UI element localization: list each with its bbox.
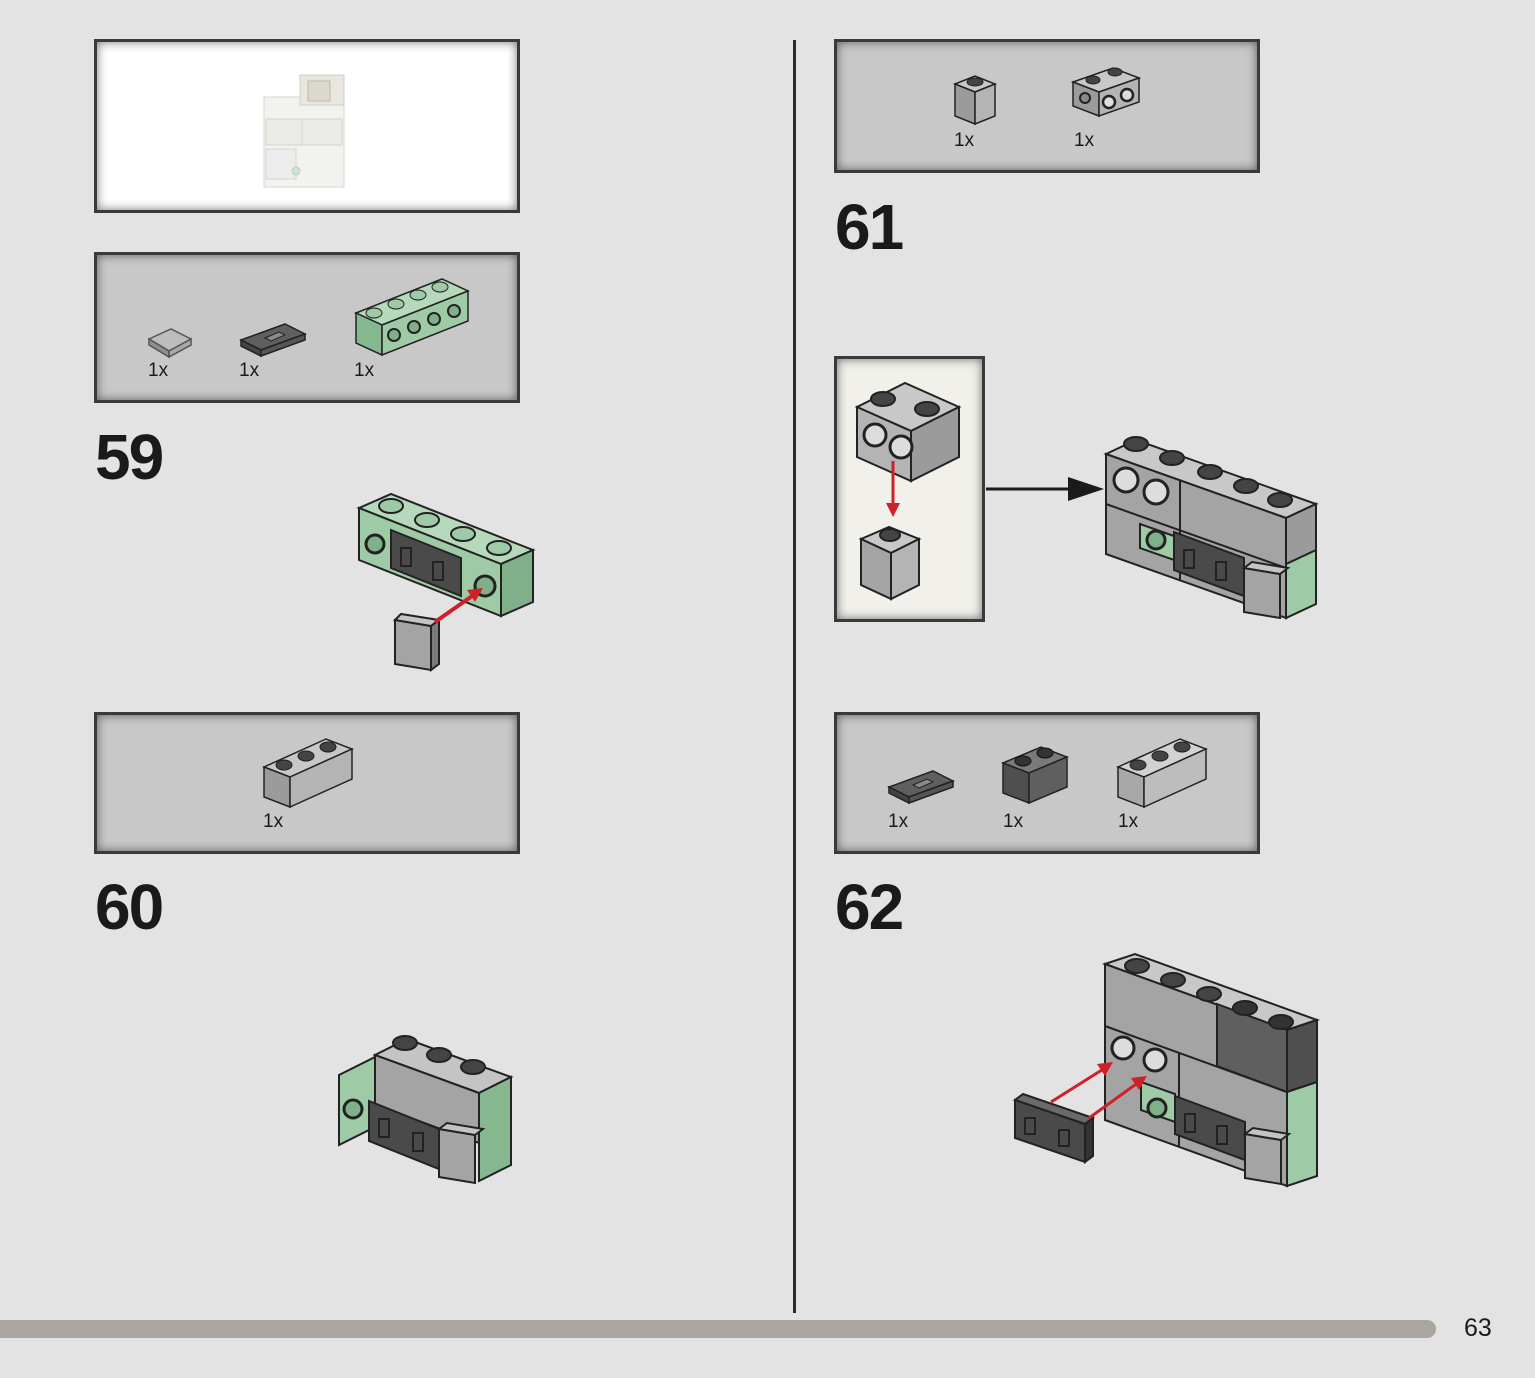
step-61-number: 61 — [835, 191, 904, 263]
grille-tile-icon — [887, 770, 955, 805]
light-grey-brick-1x3-icon — [262, 738, 354, 809]
overview-panel — [94, 39, 520, 213]
step-62-part-1-qty: 1x — [888, 811, 909, 832]
tile-1x1-icon — [147, 328, 193, 359]
step-59-part-3-qty: 1x — [354, 360, 375, 381]
step-59-part-2-qty: 1x — [239, 360, 260, 381]
step-61-subassembly-callout — [834, 356, 985, 622]
step-59-parts-panel: 1x 1x 1x — [94, 252, 520, 403]
step-60-build-illustration — [338, 1035, 514, 1185]
step-62-build-illustration — [1012, 952, 1321, 1188]
step-60-part-1-qty: 1x — [263, 811, 284, 832]
step-61-flow-arrow — [986, 477, 1104, 501]
step-60-number: 60 — [95, 871, 164, 943]
step-61-part-2-qty: 1x — [1074, 130, 1095, 151]
step-62-part-3-qty: 1x — [1118, 811, 1139, 832]
sub-model-preview — [263, 74, 345, 188]
step-62-number: 62 — [835, 871, 904, 943]
step-61-part-1-qty: 1x — [954, 130, 975, 151]
step-59-build-illustration — [356, 492, 536, 672]
page-divider — [793, 40, 796, 1313]
step-62-parts-panel: 1x 1x 1x — [834, 712, 1260, 854]
step-61-build-illustration — [1103, 436, 1319, 620]
light-grey-brick-1x3-icon — [1116, 738, 1208, 809]
page-number: 63 — [1464, 1314, 1492, 1342]
light-grey-brick-1x1-icon — [952, 75, 998, 126]
footer-progress-bar — [0, 1320, 1436, 1338]
dark-grey-brick-1x2-icon — [1000, 746, 1070, 805]
step-59-part-1-qty: 1x — [148, 360, 169, 381]
grille-tile-icon — [239, 323, 307, 358]
step-59-number: 59 — [95, 421, 164, 493]
subassembly-illustration — [854, 381, 962, 601]
step-62-part-2-qty: 1x — [1003, 811, 1024, 832]
step-60-parts-panel: 1x — [94, 712, 520, 854]
step-61-parts-panel: 1x 1x — [834, 39, 1260, 173]
brick-1x2-with-studs-on-side-icon — [1070, 67, 1142, 118]
sand-green-brick-1x4-icon — [354, 278, 470, 357]
